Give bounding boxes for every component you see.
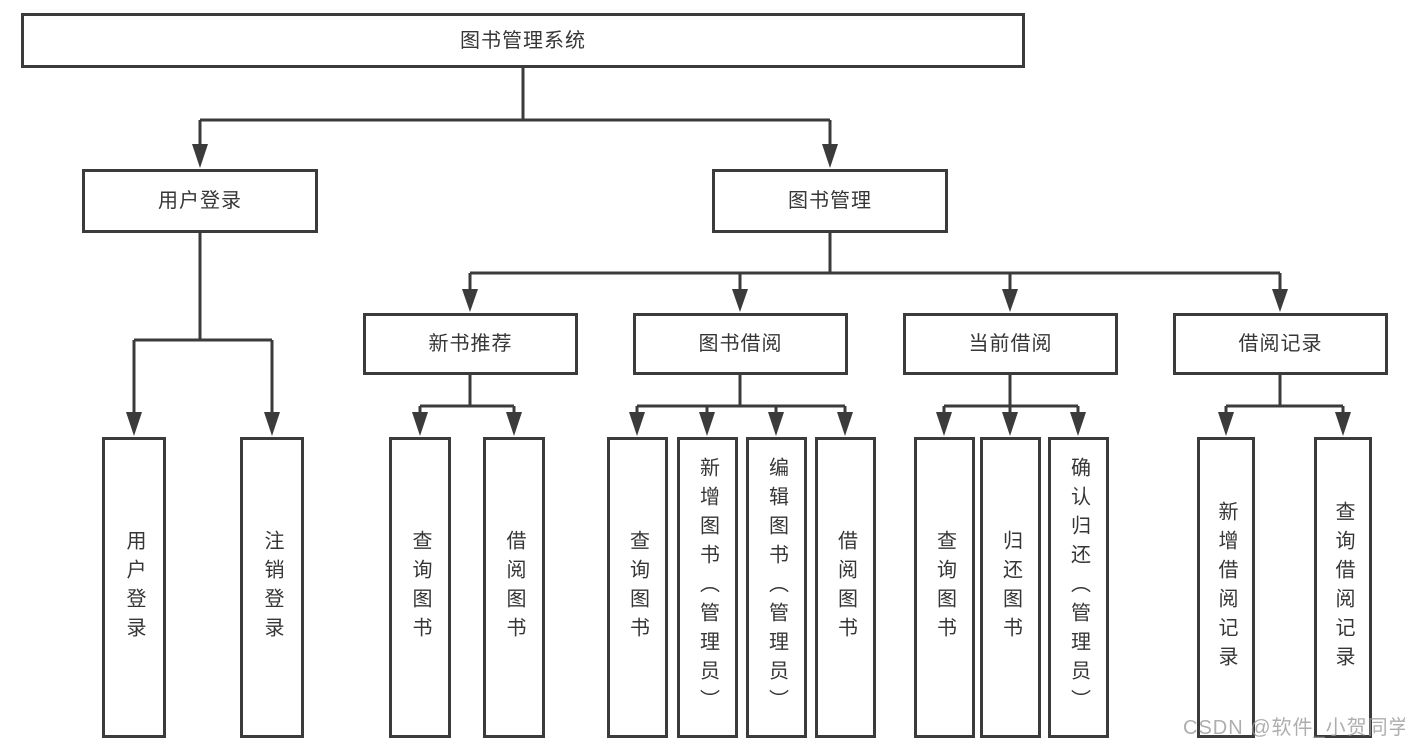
leaf-edit-books-admin: 编辑图书（管理员） [746,437,807,738]
leaf-query-books-borrow: 查询图书 [607,437,668,738]
leaf-borrow-books: 借阅图书 [815,437,876,738]
node-current-borrow: 当前借阅 [903,313,1118,375]
leaf-confirm-return-admin: 确认归还（管理员） [1048,437,1109,738]
watermark: CSDN @软件_小贺同学 [1183,717,1405,739]
node-book-management-system: 图书管理系统 [21,13,1025,68]
leaf-return-books: 归还图书 [980,437,1041,738]
node-new-book-recommend: 新书推荐 [363,313,578,375]
leaf-query-borrow-record: 查询借阅记录 [1314,437,1372,738]
leaf-query-books-recommend: 查询图书 [389,437,451,738]
leaf-add-books-admin: 新增图书（管理员） [677,437,738,738]
leaf-borrow-books-recommend: 借阅图书 [483,437,545,738]
leaf-logout: 注销登录 [240,437,304,738]
node-book-borrow: 图书借阅 [633,313,848,375]
node-book-management: 图书管理 [712,169,948,233]
leaf-add-borrow-record: 新增借阅记录 [1197,437,1255,738]
node-borrow-records: 借阅记录 [1173,313,1388,375]
leaf-user-login: 用户登录 [102,437,166,738]
node-user-login: 用户登录 [82,169,318,233]
leaf-query-books-current: 查询图书 [914,437,975,738]
